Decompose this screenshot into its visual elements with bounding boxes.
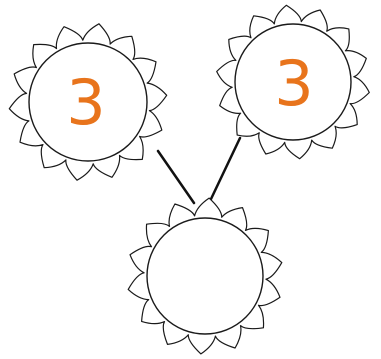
left-part-number: 3 — [66, 66, 105, 139]
whole-flower[interactable] — [128, 198, 282, 354]
whole-circle — [147, 218, 263, 334]
right-part-number: 3 — [274, 47, 313, 120]
right-part-flower[interactable]: 3 — [217, 5, 370, 158]
left-part-flower[interactable]: 3 — [9, 24, 166, 180]
connector-left — [158, 151, 194, 203]
connector-right — [211, 138, 240, 199]
